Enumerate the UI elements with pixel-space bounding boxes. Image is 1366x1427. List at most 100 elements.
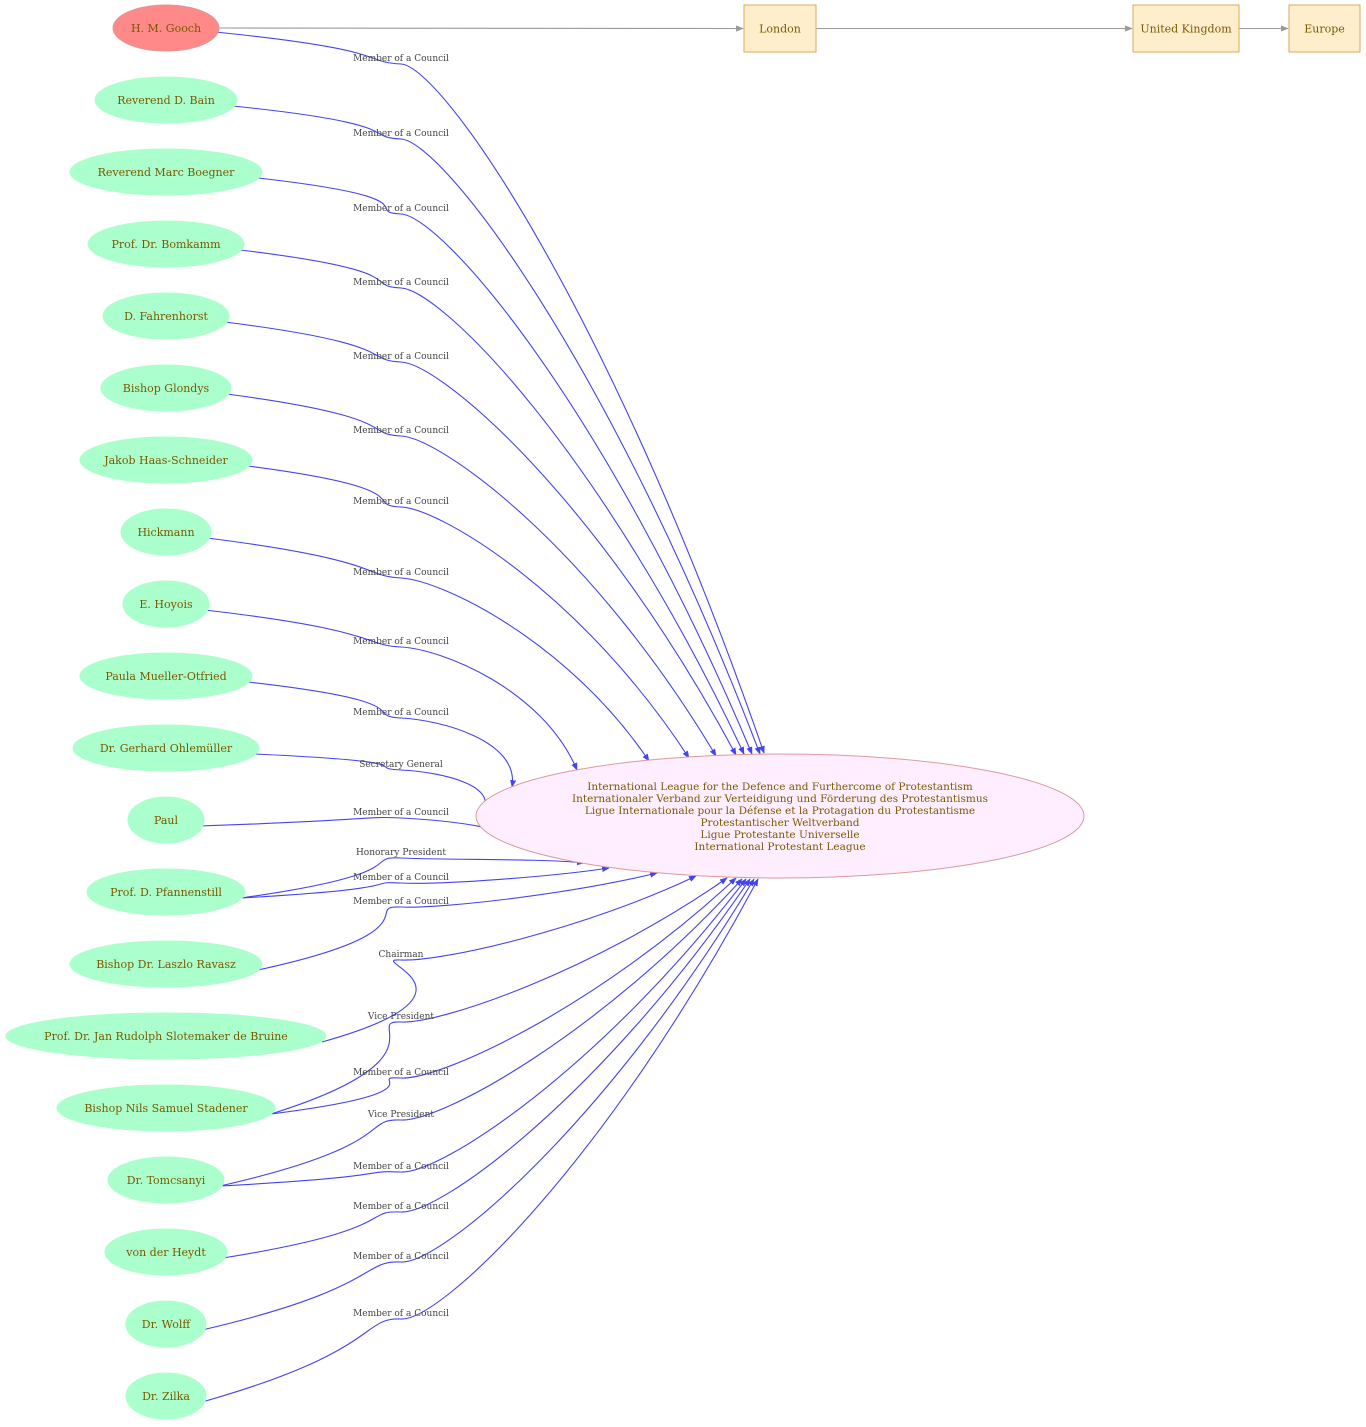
edge-prof-d-pfannenstill-honorary-president: [240, 857, 585, 899]
person-name: Bishop Glondys: [123, 382, 210, 395]
edge-bishop-dr-laszlo-ravasz-member-of-a-council: [257, 871, 658, 971]
person-name: Bishop Dr. Laszlo Ravasz: [96, 958, 236, 971]
person-node-dr-tomcsanyi[interactable]: Dr. Tomcsanyi: [107, 1156, 225, 1204]
person-node-paul[interactable]: Paul: [127, 796, 205, 844]
person-node-shape: [127, 796, 205, 844]
edge-prof-dr-jan-rudolph-slotemaker-de-bruine-chairman: [321, 875, 697, 1043]
person-node-d-fahrenhorst[interactable]: D. Fahrenhorst: [102, 292, 230, 340]
person-node-dr-gerhard-ohlemuller[interactable]: Dr. Gerhard Ohlemüller: [72, 724, 260, 772]
edge-label: Member of a Council: [353, 1202, 449, 1212]
person-node-shape: [122, 580, 210, 628]
person-name: Reverend Marc Boegner: [98, 166, 235, 179]
edge-label: Chairman: [379, 950, 424, 960]
edge-bishop-glondys-member-of-a-council: [226, 393, 717, 757]
edge-label: Honorary President: [356, 848, 446, 858]
organization-node-shape: [475, 753, 1085, 879]
edge-paula-mueller-otfried-member-of-a-council: [247, 681, 517, 788]
person-node-jakob-haas-schneider[interactable]: Jakob Haas-Schneider: [79, 436, 253, 484]
person-node-dr-zilka[interactable]: Dr. Zilka: [125, 1372, 207, 1420]
edge-reverend-marc-boegner-member-of-a-council: [257, 177, 753, 755]
edge-label: Member of a Council: [353, 204, 449, 214]
location-name: Europe: [1304, 23, 1345, 36]
person-name: Hickmann: [137, 526, 194, 539]
edge-prof-dr-bomkamm-member-of-a-council: [239, 249, 745, 755]
person-node-dr-wolff[interactable]: Dr. Wolff: [125, 1300, 207, 1348]
person-name: Dr. Tomcsanyi: [127, 1174, 206, 1187]
person-name: Paul: [154, 814, 179, 827]
person-node-shape: [87, 220, 245, 268]
person-node-prof-dr-bomkamm[interactable]: Prof. Dr. Bomkamm: [87, 220, 245, 268]
person-node-shape: [86, 868, 246, 916]
location-node-london[interactable]: London: [743, 4, 817, 53]
person-name: D. Fahrenhorst: [124, 310, 208, 323]
person-name: Prof. D. Pfannenstill: [110, 886, 222, 899]
edge-label: Member of a Council: [353, 1309, 449, 1319]
edge-bishop-nils-samuel-stadener-vice-president: [270, 877, 728, 1115]
person-node-shape: [125, 1372, 207, 1420]
organization-name-line: International Protestant League: [694, 841, 865, 853]
person-node-e-hoyois[interactable]: E. Hoyois: [122, 580, 210, 628]
edge-label: Member of a Council: [353, 497, 449, 507]
person-name: Jakob Haas-Schneider: [103, 454, 228, 467]
organization-name-line: Ligue Internationale pour la Défense et …: [585, 805, 975, 817]
person-node-shape: [94, 76, 238, 124]
edge-label: Vice President: [367, 1012, 435, 1022]
person-node-shape: [69, 940, 263, 988]
person-node-hickmann[interactable]: Hickmann: [120, 508, 212, 556]
person-node-bishop-dr-laszlo-ravasz[interactable]: Bishop Dr. Laszlo Ravasz: [69, 940, 263, 988]
person-name: H. M. Gooch: [131, 22, 201, 35]
location-name: London: [759, 23, 801, 36]
person-name: Bishop Nils Samuel Stadener: [84, 1102, 248, 1115]
edge-e-hoyois-member-of-a-council: [204, 609, 578, 771]
edge-bishop-nils-samuel-stadener-member-of-a-council: [270, 877, 737, 1115]
person-name: Reverend D. Bain: [117, 94, 215, 107]
edge-label: Member of a Council: [353, 1068, 449, 1078]
edge-label: Member of a Council: [353, 873, 449, 883]
location-edge-h-m-gooch-to-london: [218, 25, 744, 32]
person-node-prof-d-pfannenstill[interactable]: Prof. D. Pfannenstill: [86, 868, 246, 916]
person-node-shape: [5, 1012, 327, 1060]
person-name: Dr. Gerhard Ohlemüller: [100, 742, 233, 755]
person-node-prof-dr-jan-rudolph-slotemaker-de-bruine[interactable]: Prof. Dr. Jan Rudolph Slotemaker de Brui…: [5, 1012, 327, 1060]
edge-label: Member of a Council: [353, 426, 449, 436]
person-name: von der Heydt: [125, 1246, 206, 1259]
edge-dr-gerhard-ohlemuller-secretary-general: [254, 753, 486, 820]
location-node-united-kingdom[interactable]: United Kingdom: [1132, 4, 1240, 53]
person-node-reverend-d-bain[interactable]: Reverend D. Bain: [94, 76, 238, 124]
person-node-shape: [107, 1156, 225, 1204]
edge-hickmann-member-of-a-council: [206, 537, 650, 762]
person-name: E. Hoyois: [139, 598, 193, 611]
edges-layer: [199, 25, 1289, 1403]
person-name: Paula Mueller-Otfried: [105, 670, 226, 683]
edge-dr-zilka-member-of-a-council: [201, 878, 759, 1403]
person-node-h-m-gooch[interactable]: H. M. Gooch: [112, 4, 220, 52]
edge-label: Member of a Council: [353, 637, 449, 647]
organization-name-line: Ligue Protestante Universelle: [700, 829, 859, 841]
edge-label: Vice President: [367, 1110, 435, 1120]
location-name: United Kingdom: [1140, 23, 1232, 36]
person-node-shape: [120, 508, 212, 556]
person-node-shape: [79, 436, 253, 484]
person-name: Dr. Wolff: [142, 1318, 192, 1331]
person-node-bishop-glondys[interactable]: Bishop Glondys: [100, 364, 232, 412]
person-node-shape: [104, 1228, 228, 1276]
person-node-bishop-nils-samuel-stadener[interactable]: Bishop Nils Samuel Stadener: [56, 1084, 276, 1132]
edge-reverend-d-bain-member-of-a-council: [232, 105, 761, 755]
person-node-von-der-heydt[interactable]: von der Heydt: [104, 1228, 228, 1276]
person-node-paula-mueller-otfried[interactable]: Paula Mueller-Otfried: [79, 652, 253, 700]
organization-name-line: Internationaler Verband zur Verteidigung…: [572, 793, 988, 805]
organization-name-line: International League for the Defence and…: [587, 781, 973, 793]
location-node-shape: [1132, 4, 1240, 53]
person-node-reverend-marc-boegner[interactable]: Reverend Marc Boegner: [69, 148, 263, 196]
person-node-shape: [100, 364, 232, 412]
location-node-shape: [1288, 4, 1361, 53]
edge-paul-member-of-a-council: [199, 816, 526, 849]
edge-d-fahrenhorst-member-of-a-council: [224, 321, 737, 756]
edge-label: Member of a Council: [353, 1162, 449, 1172]
location-node-europe[interactable]: Europe: [1288, 4, 1361, 53]
edge-label: Member of a Council: [353, 1252, 449, 1262]
organization-node[interactable]: International League for the Defence and…: [475, 753, 1085, 879]
